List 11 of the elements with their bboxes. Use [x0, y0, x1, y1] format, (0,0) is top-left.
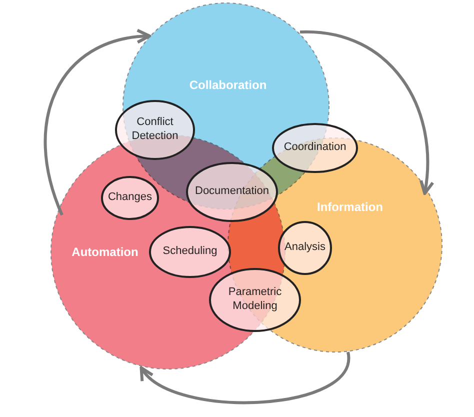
circle-label: Information — [317, 200, 383, 214]
circle-label: Automation — [72, 245, 138, 259]
curved-arrow — [300, 30, 434, 195]
topic-ellipse: Conflict Detection — [115, 100, 195, 160]
circle-label: Collaboration — [189, 78, 267, 92]
topic-ellipse: Changes — [101, 176, 159, 220]
curved-arrow — [139, 352, 350, 404]
topic-ellipse: Analysis — [278, 221, 332, 275]
topic-ellipse: Parametric Modeling — [209, 268, 301, 332]
curved-arrow — [44, 30, 151, 216]
topic-ellipse: Coordination — [272, 123, 358, 173]
